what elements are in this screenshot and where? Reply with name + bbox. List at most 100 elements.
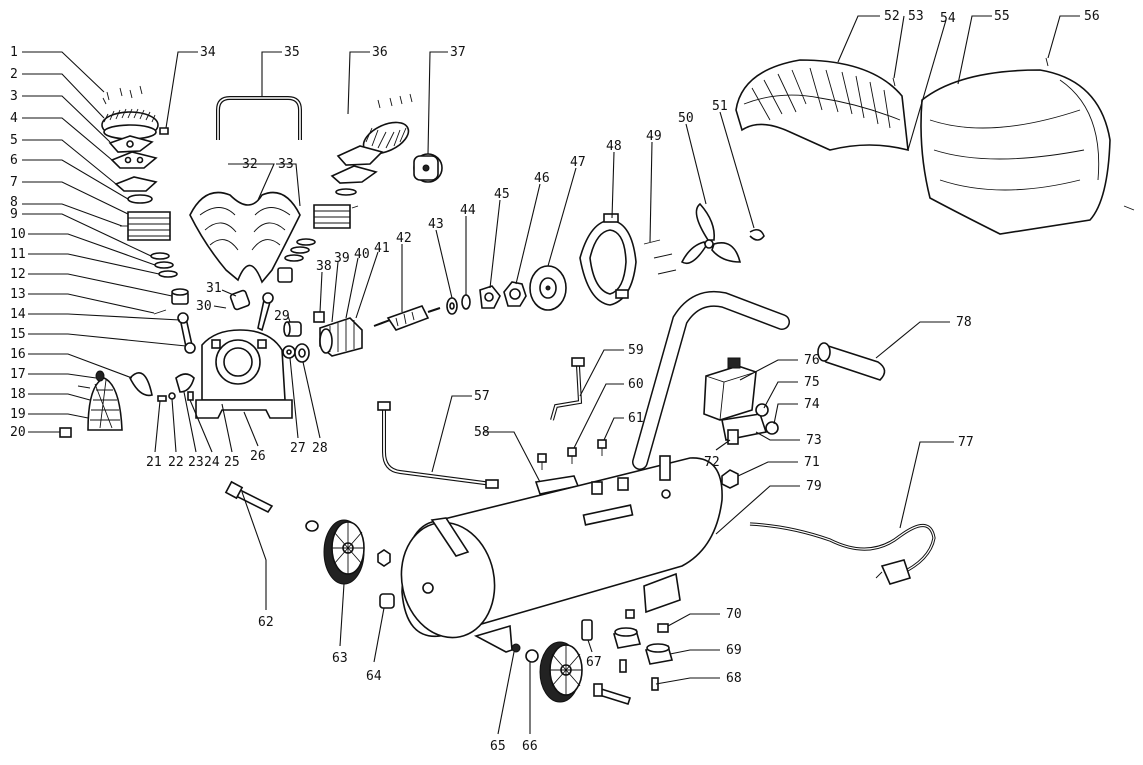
callout-33: 33 [278,157,294,172]
leader-30 [213,305,227,309]
callout-76: 76 [804,353,820,368]
callout-11: 11 [10,247,26,262]
callout-52: 52 [884,9,900,24]
part-handle-35 [216,96,302,140]
part-shroud-32 [189,191,301,284]
callout-75: 75 [804,375,820,390]
leader-60 [573,383,624,449]
callout-68: 68 [726,671,742,686]
callout-54: 54 [940,11,956,26]
callout-14: 14 [10,307,26,322]
part-grip-78 [817,342,886,381]
leader-3 [22,95,111,143]
part-piston-12 [171,288,189,305]
callout-4: 4 [10,111,18,126]
part-axle-62 [224,480,274,514]
leader-61 [603,417,624,441]
part-power-cord-77 [749,522,936,585]
leader-43 [435,229,453,299]
callout-45: 45 [494,187,510,202]
leader-16 [28,353,133,379]
leader-64 [373,607,385,663]
callout-55: 55 [994,9,1010,24]
leader-14 [28,313,181,321]
callout-48: 48 [606,139,622,154]
callout-29: 29 [274,309,290,324]
callout-71: 71 [804,455,820,470]
part-head-cover-36 [362,93,413,155]
callout-61: 61 [628,411,644,426]
leader-29 [287,315,291,323]
callout-39: 39 [334,251,350,266]
part-pipe-59 [550,357,585,421]
leader-48 [611,151,615,219]
leader-19 [28,413,79,417]
leader-22 [171,398,177,453]
callout-38: 38 [316,259,332,274]
part-washer-left [305,520,391,567]
callout-30: 30 [196,299,212,314]
callout-57: 57 [474,389,490,404]
leader-34 [165,51,198,129]
leader-40 [345,257,359,319]
leader-39 [331,261,339,323]
part-stator-40 [319,317,363,357]
part-screws-49 [643,239,677,275]
callout-21: 21 [146,455,162,470]
callout-6: 6 [10,153,18,168]
leader-32 [228,163,275,201]
part-end-cap-47 [529,265,567,311]
part-fittings-21-24 [157,373,195,402]
callout-24: 24 [204,455,220,470]
part-crankcase-base-26 [195,399,293,419]
callout-40: 40 [354,247,370,262]
callout-78: 78 [956,315,972,330]
callout-35: 35 [284,45,300,60]
leader-37 [427,51,448,155]
callout-67: 67 [586,655,602,670]
callout-64: 64 [366,669,382,684]
leader-7 [22,181,129,215]
callout-3: 3 [10,89,18,104]
leader-57 [431,395,472,473]
leader-33 [276,163,301,207]
part-oring-6 [127,194,153,204]
parts-artwork [59,57,1135,705]
part-bearing-43 [446,297,458,315]
callout-9: 9 [10,207,18,222]
callout-73: 73 [806,433,822,448]
leader-10 [28,233,156,266]
callout-63: 63 [332,651,348,666]
part-conrod-right [257,292,274,332]
callout-42: 42 [396,231,412,246]
leader-45 [489,199,501,289]
leader-75 [763,381,798,409]
part-rings-right [284,238,316,262]
leader-46 [515,183,541,285]
part-bush-31 [229,289,251,311]
callout-59: 59 [628,343,644,358]
part-clip-51 [749,228,765,241]
callout-31: 31 [206,281,222,296]
leader-77 [899,441,954,529]
leader-79 [715,485,800,535]
callout-79: 79 [806,479,822,494]
leader-9 [22,213,152,257]
part-valve-plate-4 [110,151,158,169]
leader-71 [737,461,798,477]
leader-18 [28,393,91,401]
callout-2: 2 [10,67,18,82]
leader-69 [669,649,720,655]
part-cylinder-right [313,204,359,229]
leader-31 [221,289,237,297]
part-cam-45 [479,285,501,309]
leader-27 [289,357,299,439]
callout-47: 47 [570,155,586,170]
callout-50: 50 [678,111,694,126]
part-clip-38 [313,311,325,323]
callout-22: 22 [168,455,184,470]
leader-73 [755,431,800,441]
leader-59 [579,349,624,397]
callout-49: 49 [646,129,662,144]
callout-13: 13 [10,287,26,302]
